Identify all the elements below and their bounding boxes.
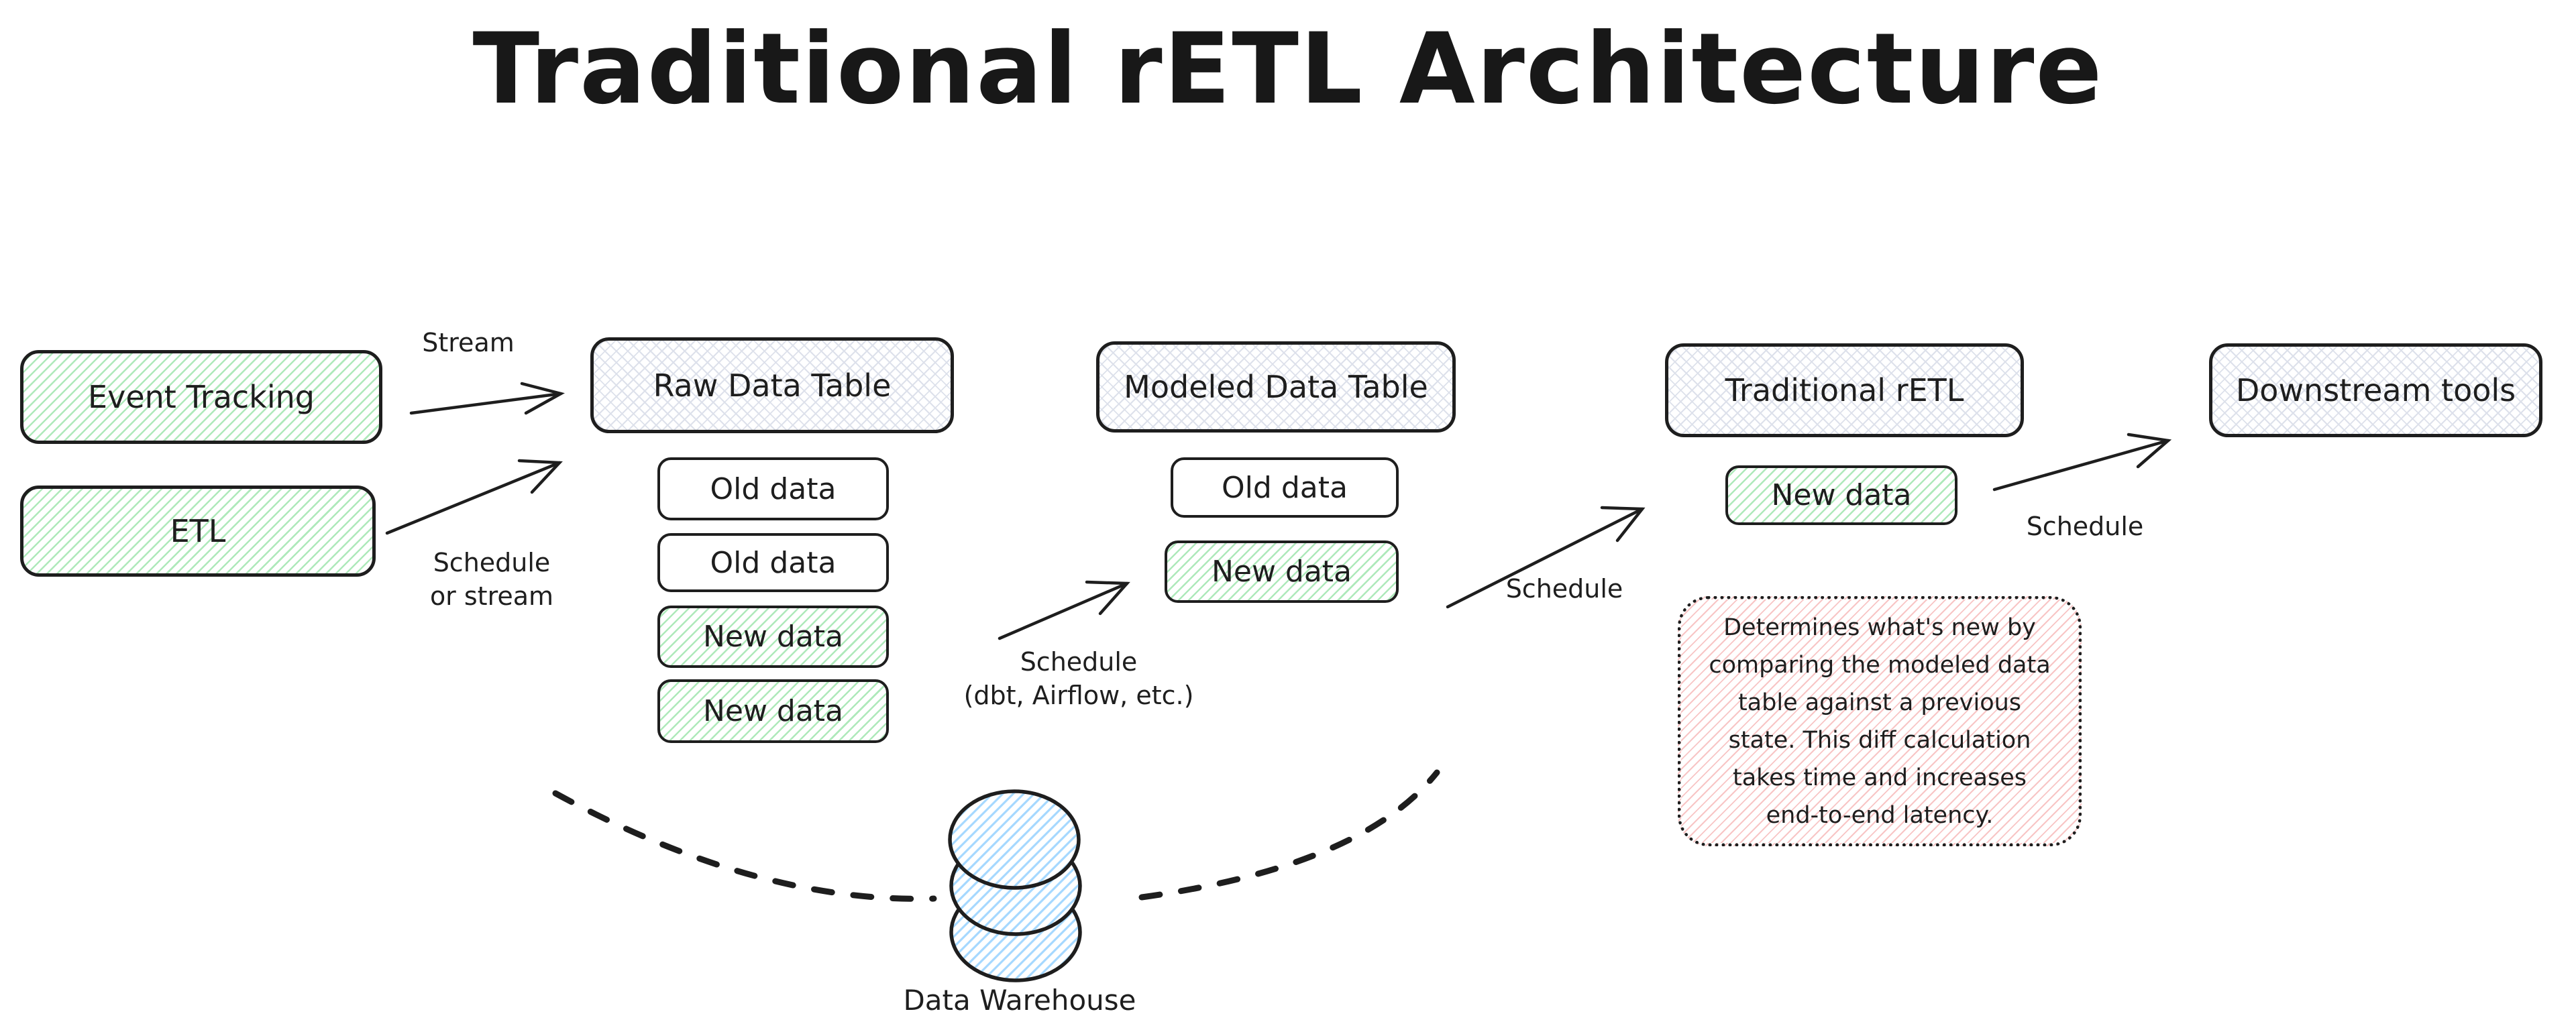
data-warehouse-icon	[948, 789, 1082, 982]
edge-label-schedule-or-stream-line1: Schedule	[433, 548, 551, 577]
arrow-schedule-or-stream	[385, 459, 563, 535]
latency-note: Determines what's new by comparing the m…	[1678, 596, 2082, 846]
retl-row-new: New data	[1725, 465, 1957, 525]
arrow-schedule-retl	[1446, 506, 1646, 609]
raw-row-old-2-label: Old data	[710, 545, 837, 580]
node-downstream-tools-label: Downstream tools	[2235, 372, 2516, 408]
node-etl-label: ETL	[170, 513, 226, 549]
node-traditional-retl: Traditional rETL	[1665, 343, 2024, 437]
dashed-connector-left	[552, 790, 937, 902]
node-modeled-data-table-label: Modeled Data Table	[1124, 369, 1428, 405]
node-downstream-tools: Downstream tools	[2209, 343, 2542, 437]
node-etl: ETL	[20, 486, 376, 577]
node-modeled-data-table: Modeled Data Table	[1096, 341, 1456, 433]
latency-note-line: comparing the modeled data	[1709, 651, 2051, 679]
arrow-schedule-downstream	[1992, 433, 2172, 492]
raw-row-new-1-label: New data	[702, 620, 844, 654]
edge-label-schedule-downstream: Schedule	[2026, 512, 2144, 541]
latency-note-line: Determines what's new by	[1723, 614, 2036, 641]
edge-label-schedule-dbt: Schedule (dbt, Airflow, etc.)	[964, 645, 1194, 712]
raw-row-old-1: Old data	[657, 457, 889, 520]
dashed-connector-right	[1138, 769, 1440, 901]
raw-row-new-1: New data	[657, 606, 889, 668]
data-warehouse-label: Data Warehouse	[903, 984, 1136, 1017]
edge-label-schedule-or-stream-line2: or stream	[429, 581, 554, 611]
modeled-row-old: Old data	[1171, 457, 1399, 518]
edge-label-schedule-dbt-line1: Schedule	[1020, 647, 1138, 677]
node-raw-data-table-label: Raw Data Table	[653, 367, 892, 404]
latency-note-line: takes time and increases	[1732, 764, 2027, 791]
node-event-tracking-label: Event Tracking	[88, 379, 315, 415]
arrow-stream	[409, 382, 566, 415]
edge-label-schedule-dbt-line2: (dbt, Airflow, etc.)	[963, 681, 1194, 710]
node-traditional-retl-label: Traditional rETL	[1725, 372, 1964, 408]
raw-row-old-2: Old data	[657, 533, 889, 592]
node-raw-data-table: Raw Data Table	[590, 337, 954, 433]
edge-label-schedule-or-stream: Schedule or stream	[430, 546, 553, 613]
retl-row-new-label: New data	[1771, 478, 1912, 512]
latency-note-line: state. This diff calculation	[1728, 726, 2031, 754]
raw-row-old-1-label: Old data	[710, 471, 837, 506]
edge-label-stream: Stream	[422, 328, 515, 357]
arrow-schedule-dbt	[998, 580, 1130, 640]
diagram-title: Traditional rETL Architecture	[472, 12, 2104, 126]
modeled-row-new: New data	[1165, 540, 1399, 603]
edge-label-schedule-retl: Schedule	[1505, 574, 1623, 604]
node-event-tracking: Event Tracking	[20, 350, 382, 444]
latency-note-line: table against a previous	[1737, 689, 2022, 716]
raw-row-new-2-label: New data	[702, 694, 844, 728]
raw-row-new-2: New data	[657, 679, 889, 743]
modeled-row-old-label: Old data	[1222, 470, 1348, 505]
modeled-row-new-label: New data	[1211, 555, 1352, 589]
latency-note-line: end-to-end latency.	[1766, 801, 1994, 829]
